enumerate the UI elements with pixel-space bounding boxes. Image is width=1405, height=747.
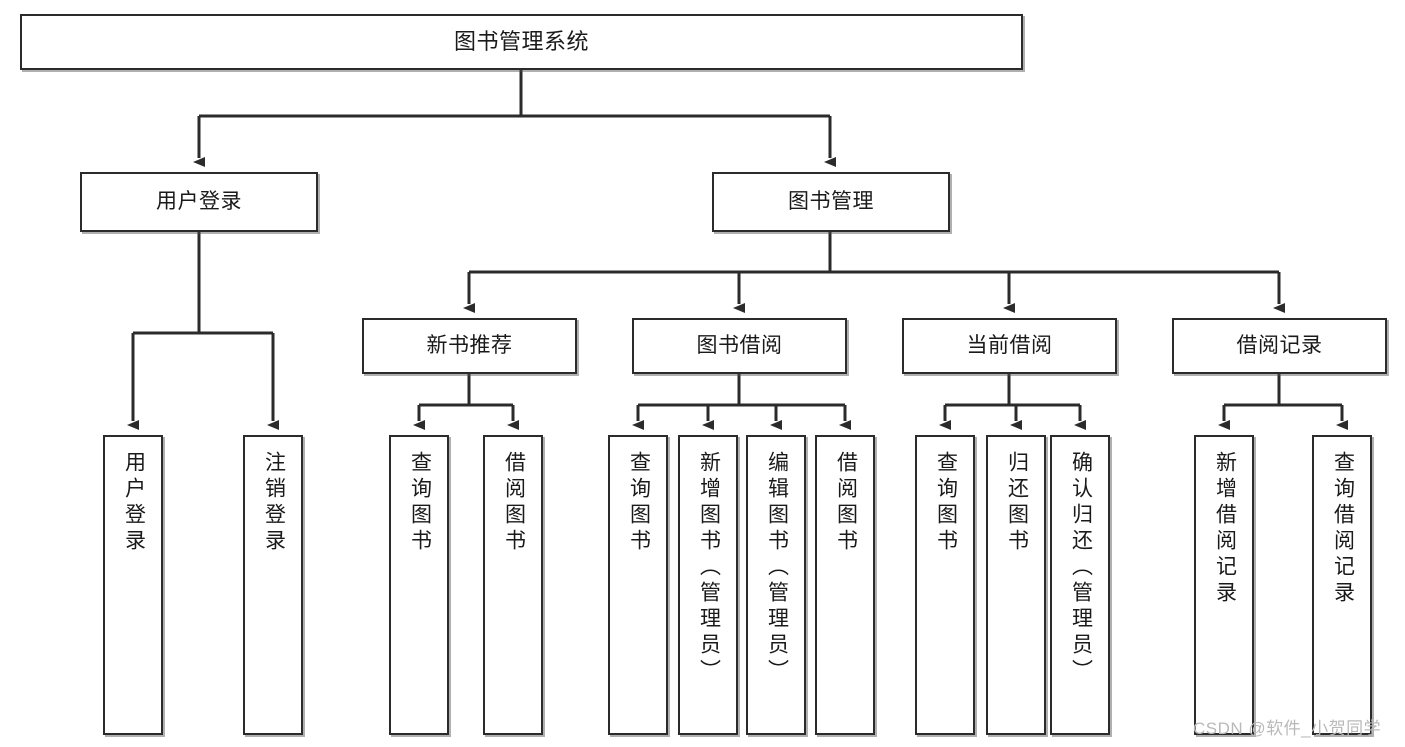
leaf-edit-book-admin[interactable]: 编辑图书（管理员）	[746, 435, 806, 735]
leaf-return-book-label: 归还图书	[1005, 451, 1029, 555]
leaf-query-borrow-record[interactable]: 查询借阅记录	[1312, 435, 1372, 735]
node-book-borrow-label: 图书借阅	[696, 333, 783, 357]
leaf-borrow-book[interactable]: 借阅图书	[815, 435, 875, 735]
node-book-management[interactable]: 图书管理	[712, 172, 950, 232]
leaf-borrow-book-label: 借阅图书	[834, 451, 858, 555]
leaf-borrow-book-recommend[interactable]: 借阅图书	[483, 435, 543, 735]
node-book-borrow[interactable]: 图书借阅	[632, 318, 847, 374]
leaf-user-login[interactable]: 用户登录	[103, 435, 163, 735]
node-current-borrow[interactable]: 当前借阅	[902, 318, 1117, 374]
leaf-logout-label: 注销登录	[262, 451, 286, 555]
node-book-management-label: 图书管理	[788, 189, 874, 213]
leaf-query-book-borrow-label: 查询图书	[627, 451, 651, 555]
leaf-query-book-recommend[interactable]: 查询图书	[389, 435, 449, 735]
node-root[interactable]: 图书管理系统	[20, 14, 1023, 70]
leaf-confirm-return-admin[interactable]: 确认归还（管理员）	[1050, 435, 1110, 735]
node-new-book-recommend-label: 新书推荐	[426, 333, 513, 357]
leaf-return-book[interactable]: 归还图书	[986, 435, 1046, 735]
leaf-query-book-current-label: 查询图书	[934, 451, 958, 555]
leaf-add-borrow-record-label: 新增借阅记录	[1213, 451, 1237, 607]
leaf-query-book-borrow[interactable]: 查询图书	[608, 435, 668, 735]
leaf-query-book-current[interactable]: 查询图书	[915, 435, 975, 735]
leaf-logout[interactable]: 注销登录	[243, 435, 303, 735]
node-borrow-record[interactable]: 借阅记录	[1172, 318, 1387, 374]
node-root-label: 图书管理系统	[453, 28, 589, 54]
csdn-watermark: CSDN @软件_小贺同学	[1193, 719, 1382, 738]
leaf-add-book-admin-label: 新增图书（管理员）	[697, 451, 721, 685]
leaf-query-borrow-record-label: 查询借阅记录	[1331, 451, 1355, 607]
leaf-user-login-label: 用户登录	[122, 451, 146, 555]
leaf-edit-book-admin-label: 编辑图书（管理员）	[765, 451, 789, 685]
leaf-add-book-admin[interactable]: 新增图书（管理员）	[678, 435, 738, 735]
leaf-query-book-recommend-label: 查询图书	[408, 451, 432, 555]
node-borrow-record-label: 借阅记录	[1236, 333, 1323, 357]
node-user-login[interactable]: 用户登录	[80, 172, 318, 232]
node-user-login-label: 用户登录	[156, 189, 242, 213]
node-new-book-recommend[interactable]: 新书推荐	[362, 318, 577, 374]
leaf-confirm-return-admin-label: 确认归还（管理员）	[1069, 451, 1093, 685]
leaf-add-borrow-record[interactable]: 新增借阅记录	[1194, 435, 1254, 735]
leaf-borrow-book-recommend-label: 借阅图书	[502, 451, 526, 555]
node-current-borrow-label: 当前借阅	[966, 333, 1053, 357]
